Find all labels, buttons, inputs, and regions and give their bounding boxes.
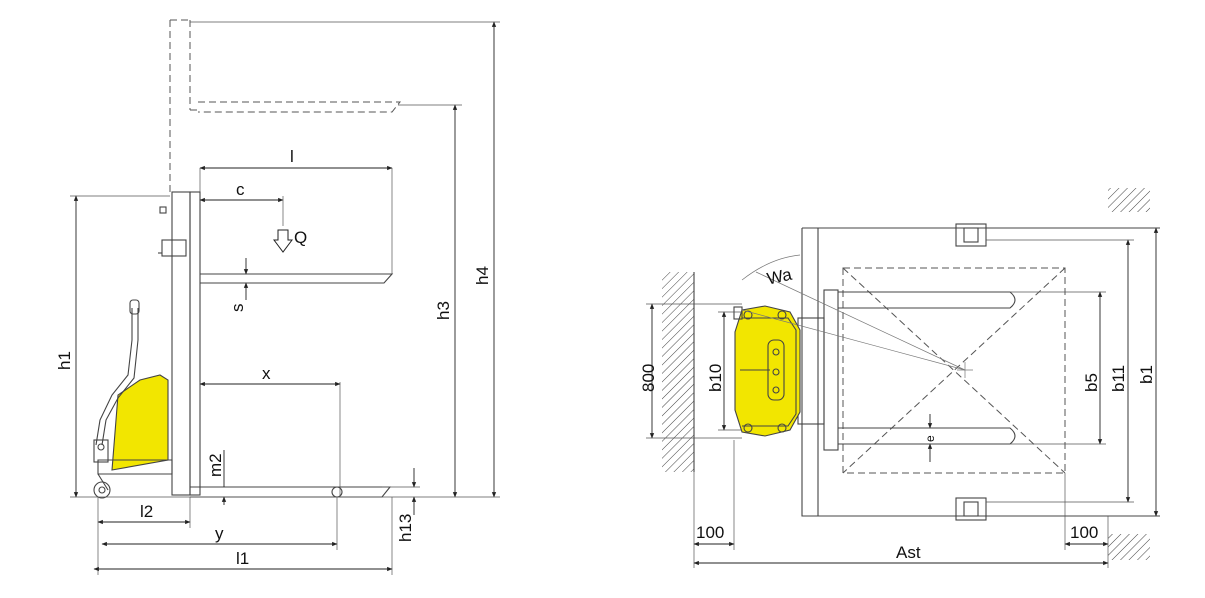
dim-l: l <box>199 147 393 171</box>
dim-h13: h13 <box>382 468 420 542</box>
label-h13: h13 <box>396 514 415 542</box>
truck-top <box>733 305 801 437</box>
dim-clearance-left: 100 <box>693 440 735 568</box>
dim-m2: m2 <box>206 450 227 505</box>
forks-top <box>797 289 1016 451</box>
dim-b10: b10 <box>706 311 742 431</box>
dim-x: x <box>199 364 341 387</box>
right-wall-top-hatch <box>1108 188 1150 212</box>
label-800: 800 <box>639 364 658 392</box>
label-l2: l2 <box>140 502 153 521</box>
dim-800: 800 <box>639 303 742 439</box>
label-h3: h3 <box>434 301 453 320</box>
label-clearance-left: 100 <box>696 523 724 542</box>
pallet-dashed <box>842 267 1066 474</box>
label-Wa: Wa <box>765 265 794 289</box>
label-clearance-right: 100 <box>1070 523 1098 542</box>
label-h1: h1 <box>55 351 74 370</box>
label-b10: b10 <box>706 364 725 392</box>
label-Ast: Ast <box>896 543 921 562</box>
mast <box>158 191 201 496</box>
label-s: s <box>228 304 247 313</box>
side-view: l c Q s h1 h3 <box>55 19 500 575</box>
load-arrow-Q: Q <box>273 228 307 253</box>
turning-radius-Wa: Wa <box>741 254 973 378</box>
label-x: x <box>262 364 271 383</box>
raised-forks <box>199 168 394 284</box>
label-e: e <box>923 435 937 442</box>
dim-b11: b11 <box>986 239 1134 503</box>
dim-b5: b5 <box>1010 291 1106 445</box>
dim-Ast: Ast <box>693 543 1109 566</box>
label-y: y <box>215 524 224 543</box>
dim-h1: h1 <box>55 195 170 498</box>
dim-l1: l1 <box>93 497 393 575</box>
extended-mast-dashed <box>169 19 402 196</box>
label-l: l <box>290 147 294 166</box>
dim-y: y <box>101 497 338 550</box>
dim-h4: h4 <box>462 21 500 498</box>
truck-chassis <box>93 299 173 499</box>
load-frame <box>801 223 1160 521</box>
label-l1: l1 <box>236 549 249 568</box>
label-h4: h4 <box>473 266 492 285</box>
label-b5: b5 <box>1082 373 1101 392</box>
top-view: Wa 800 b10 b5 b11 <box>639 188 1160 568</box>
dim-h3: h3 <box>420 104 462 498</box>
dim-l2: l2 <box>97 497 191 575</box>
dim-e: e <box>923 414 937 462</box>
right-wall-bottom-hatch <box>1108 534 1150 560</box>
label-Q: Q <box>294 228 307 247</box>
dim-b1: b1 <box>1137 227 1159 517</box>
label-b1: b1 <box>1137 365 1156 384</box>
label-m2: m2 <box>206 453 225 477</box>
left-wall-hatch <box>662 272 694 472</box>
dim-s: s <box>228 258 249 313</box>
dim-c: c <box>199 180 284 226</box>
label-c: c <box>236 180 245 199</box>
lowered-forks <box>190 382 392 498</box>
dim-clearance-right: 100 <box>1064 473 1109 568</box>
label-b11: b11 <box>1109 365 1128 392</box>
